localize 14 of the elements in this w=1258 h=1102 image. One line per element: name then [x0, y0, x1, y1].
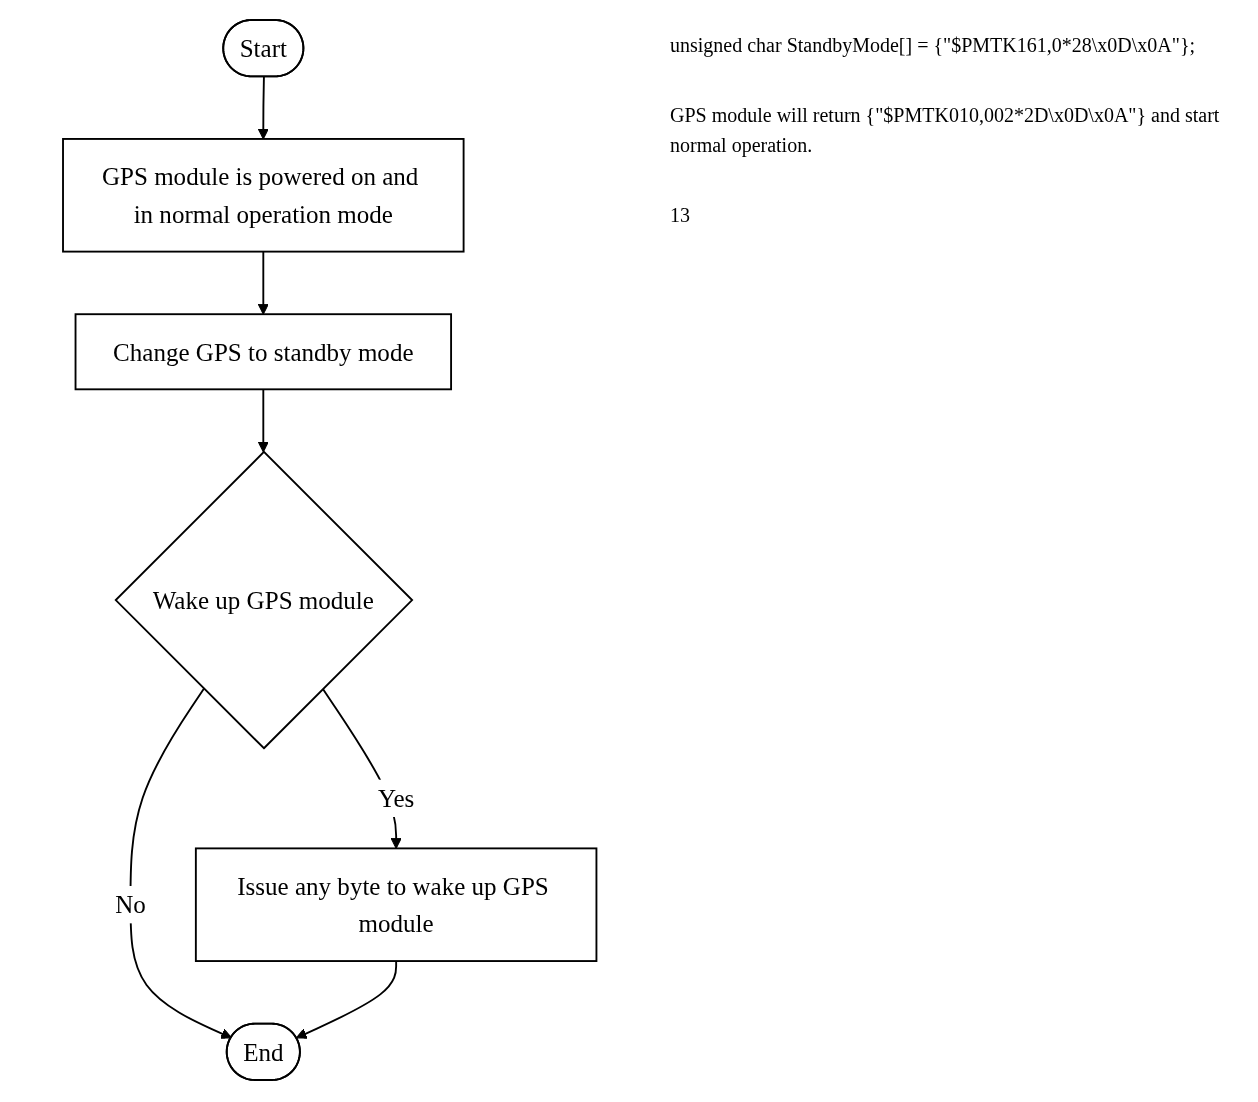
arrow: [129, 687, 233, 1039]
note: GPS module will return {"$PMTK010,002*2D\x0D\x0A"} and start normal operation.: [670, 103, 1221, 159]
node-box: Change GPS to standby mode: [74, 313, 453, 391]
edge-label: Yes: [378, 784, 415, 813]
arrow: [258, 388, 270, 453]
node-box: Issue any byte to wake up GPS module: [195, 847, 598, 962]
note: 13: [670, 203, 691, 228]
note: unsigned char StandbyMode[] = {"$PMTK161,0*28\x0D\x0A"};: [670, 33, 1197, 59]
edge-label: No: [115, 890, 147, 919]
arrow: [258, 76, 270, 140]
node-diamond: Wake up GPS module: [114, 450, 414, 750]
arrow: [258, 250, 270, 315]
node-box: GPS module is powered on and in normal operation mode: [62, 138, 465, 253]
arrow: [296, 960, 398, 1039]
